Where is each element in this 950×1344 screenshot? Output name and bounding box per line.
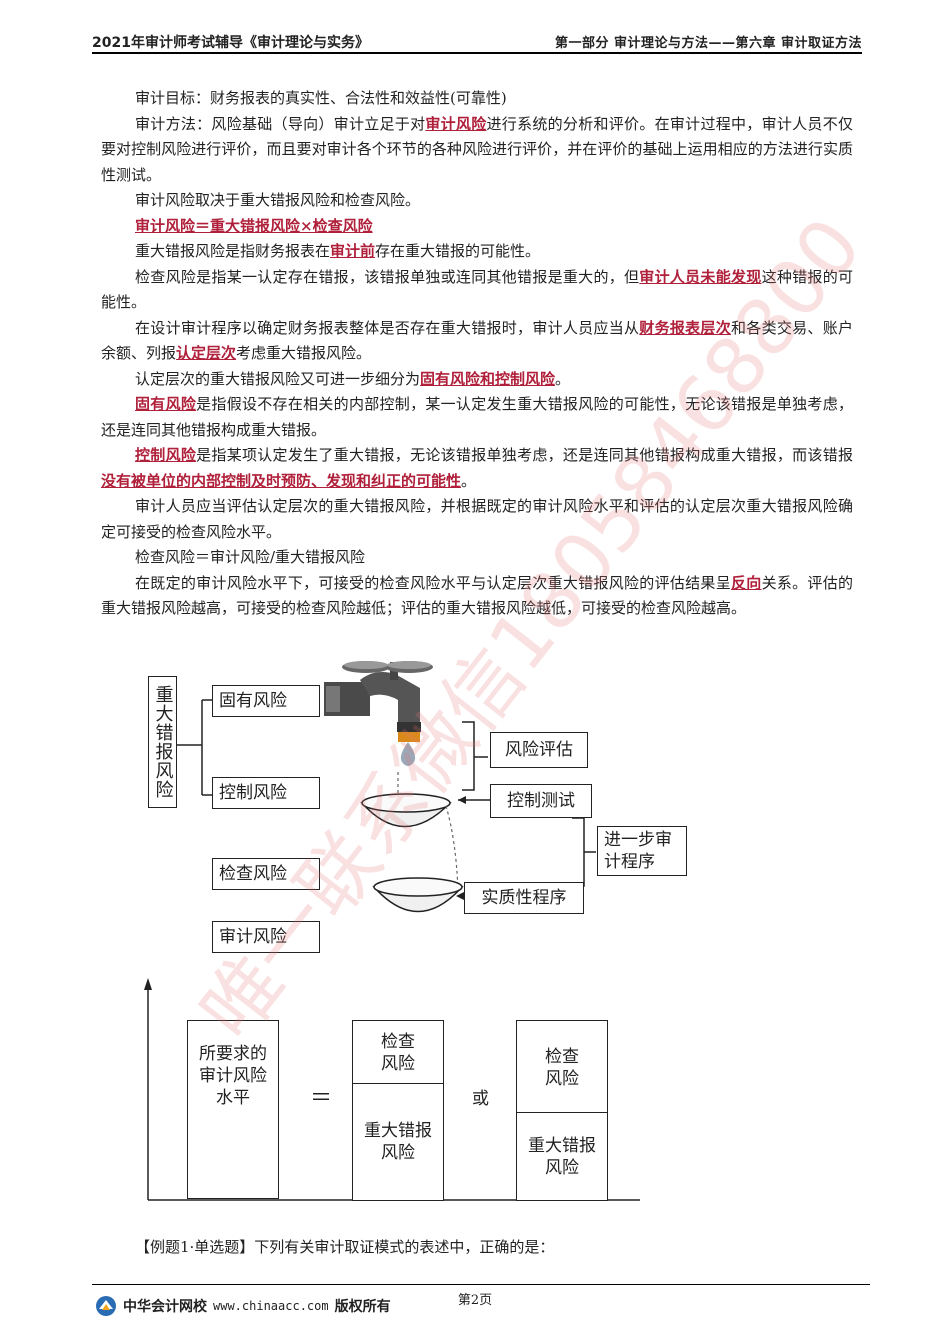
text: 认定层次的重大错报风险又可进一步细分为 xyxy=(135,369,421,388)
or-label: 或 xyxy=(472,1084,489,1109)
text: 和各类交易、账户余额、列报 xyxy=(101,318,853,363)
control-test-box: 控制测试 xyxy=(490,784,592,818)
brand-url[interactable]: www.chinaacc.com xyxy=(213,1299,329,1313)
header-chapter: 第一部分 审计理论与方法——第六章 审计取证方法 xyxy=(554,36,862,51)
paragraph: 审计目标：财务报表的真实性、合法性和效益性(可靠性) xyxy=(101,86,853,112)
bowl-icon xyxy=(360,793,452,828)
faucet-icon xyxy=(324,661,433,742)
keyword: 财务报表层次 xyxy=(639,318,731,337)
example-question: 【例题1·单选题】下列有关审计取证模式的表述中，正确的是： xyxy=(135,1238,555,1256)
equals-sign: ＝ xyxy=(310,1080,332,1112)
label: ＝ xyxy=(310,1086,333,1111)
keyword: 审计人员未能发现 xyxy=(639,267,762,286)
page-header: 2021年审计师考试辅导《审计理论与实务》 第一部分 审计理论与方法——第六章 … xyxy=(92,30,862,54)
material-risk-bottom-1: 重大错报风险 xyxy=(352,1083,444,1201)
inherent-risk-box: 固有风险 xyxy=(212,685,320,717)
label: 进一步审计程序 xyxy=(604,830,672,872)
risk-assessment-box: 风险评估 xyxy=(490,732,588,768)
document-body: 审计目标：财务报表的真实性、合法性和效益性(可靠性) 审计方法：风险基础（导向）… xyxy=(101,86,853,622)
material-misstatement-vertical: 重大错报风险 xyxy=(148,676,177,808)
text: 考虑重大错报风险。 xyxy=(236,344,372,362)
text: 。 xyxy=(461,471,477,490)
label: 重大错报风险 xyxy=(152,685,174,799)
footer-divider xyxy=(92,1284,870,1285)
text: 检查风险＝审计风险/重大错报风险 xyxy=(135,548,366,566)
audit-risk-box: 审计风险 xyxy=(212,921,320,953)
text: 这种错报的可能性。 xyxy=(101,267,853,312)
detection-risk-top-2: 检查风险 xyxy=(516,1020,608,1115)
header-title: 2021年审计师考试辅导《审计理论与实务》 xyxy=(92,35,369,51)
control-risk-box: 控制风险 xyxy=(212,777,320,809)
paragraph: 审计方法：风险基础（导向）审计立足于对审计风险进行系统的分析和评价。在审计过程中… xyxy=(101,112,853,189)
axis-lines xyxy=(144,978,640,1201)
paragraph: 检查风险＝审计风险/重大错报风险 xyxy=(101,545,853,571)
text: 进行系统的分析和评价。在审计过程中，审计人员不仅要对控制风险进行评价，而且要对审… xyxy=(101,114,853,184)
rights-text: 版权所有 xyxy=(334,1299,391,1315)
substantive-procedure-box: 实质性程序 xyxy=(464,882,584,914)
keyword: 控制风险 xyxy=(135,446,197,464)
text: 在设计审计程序以确定财务报表整体是否存在重大错报时，审计人员应当从 xyxy=(135,318,640,337)
footer-brand: 中华会计网校 www.chinaacc.com 版权所有 xyxy=(95,1295,391,1317)
water-drop-icon xyxy=(400,742,416,766)
page-number: 第2页 xyxy=(457,1293,493,1308)
label: 风险评估 xyxy=(505,740,573,760)
label: 所要求的审计风险水平 xyxy=(199,1044,267,1108)
keyword: 审计风险 xyxy=(425,114,487,133)
keyword: 审计前 xyxy=(330,242,376,260)
text: 关系。评估的重大错报风险越高，可接受的检查风险越低；评估的重大错报风险越低，可接… xyxy=(101,573,853,618)
label: 检查风险 xyxy=(219,864,287,884)
paragraph: 固有风险是指假设不存在相关的内部控制，某一认定发生重大错报风险的可能性，无论该错… xyxy=(101,392,853,443)
text: 存在重大错报的可能性。 xyxy=(375,242,541,260)
text: 是指某项认定发生了重大错报，无论该错报单独考虑，还是连同其他错报构成重大错报，而… xyxy=(196,446,853,464)
text: 在既定的审计风险水平下，可接受的检查风险水平与认定层次重大错报风险的评估结果呈 xyxy=(135,573,731,592)
material-risk-bottom-2: 重大错报风险 xyxy=(516,1112,608,1201)
paragraph: 重大错报风险是指财务报表在审计前存在重大错报的可能性。 xyxy=(101,239,853,265)
keyword: 没有被单位的内部控制及时预防、发现和纠正的可能性 xyxy=(101,471,462,490)
text: 审计方法：风险基础（导向）审计立足于对 xyxy=(135,114,426,133)
text: 审计风险取决于重大错报风险和检查风险。 xyxy=(135,191,421,209)
text: 检查风险是指某一认定存在错报，该错报单独或连同其他错报是重大的，但 xyxy=(135,267,640,286)
label: 固有风险 xyxy=(219,691,287,711)
label: 检查风险 xyxy=(545,1046,579,1089)
paragraph: 在设计审计程序以确定财务报表整体是否存在重大错报时，审计人员应当从财务报表层次和… xyxy=(101,316,853,367)
formula-audit-risk: 审计风险＝重大错报风险×检查风险 xyxy=(101,214,853,240)
paragraph: 控制风险是指某项认定发生了重大错报，无论该错报单独考虑，还是连同其他错报构成重大… xyxy=(101,443,853,494)
text: 是指假设不存在相关的内部控制，某一认定发生重大错报风险的可能性，无论该错报是单独… xyxy=(101,395,853,439)
diagram-lines xyxy=(177,661,596,913)
keyword: 反向 xyxy=(731,573,762,592)
brand-name: 中华会计网校 xyxy=(123,1299,207,1315)
text: 重大错报风险是指财务报表在 xyxy=(135,242,331,260)
label: 或 xyxy=(472,1089,489,1109)
label: 重大错报风险 xyxy=(364,1121,432,1163)
keyword: 审计风险＝重大错报风险×检查风险 xyxy=(135,216,373,235)
logo-icon xyxy=(96,1296,116,1316)
detection-risk-box: 检查风险 xyxy=(212,858,320,890)
text: 审计目标：财务报表的真实性、合法性和效益性(可靠性) xyxy=(135,89,507,107)
text: 。 xyxy=(555,369,571,388)
paragraph: 认定层次的重大错报风险又可进一步细分为固有风险和控制风险。 xyxy=(101,367,853,393)
label: 控制风险 xyxy=(219,783,287,803)
paragraph: 在既定的审计风险水平下，可接受的检查风险水平与认定层次重大错报风险的评估结果呈反… xyxy=(101,571,853,622)
label: 实质性程序 xyxy=(481,888,567,908)
label: 审计风险 xyxy=(219,927,287,947)
bowl-icon xyxy=(372,877,464,913)
further-procedure-box: 进一步审计程序 xyxy=(597,826,687,876)
text: 审计人员应当评估认定层次的重大错报风险，并根据既定的审计风险水平和评估的认定层次… xyxy=(101,497,853,541)
detection-risk-top-1: 检查风险 xyxy=(352,1020,444,1086)
required-audit-risk-box: 所要求的审计风险水平 xyxy=(187,1020,279,1199)
keyword: 认定层次 xyxy=(176,344,237,362)
keyword: 固有风险 xyxy=(135,395,197,413)
paragraph: 审计风险取决于重大错报风险和检查风险。 xyxy=(101,188,853,214)
label: 检查风险 xyxy=(381,1032,415,1074)
paragraph: 检查风险是指某一认定存在错报，该错报单独或连同其他错报是重大的，但审计人员未能发… xyxy=(101,265,853,316)
keyword: 固有风险和控制风险 xyxy=(420,369,556,388)
label: 控制测试 xyxy=(507,791,575,811)
label: 重大错报风险 xyxy=(528,1135,596,1178)
paragraph: 审计人员应当评估认定层次的重大错报风险，并根据既定的审计风险水平和评估的认定层次… xyxy=(101,494,853,545)
